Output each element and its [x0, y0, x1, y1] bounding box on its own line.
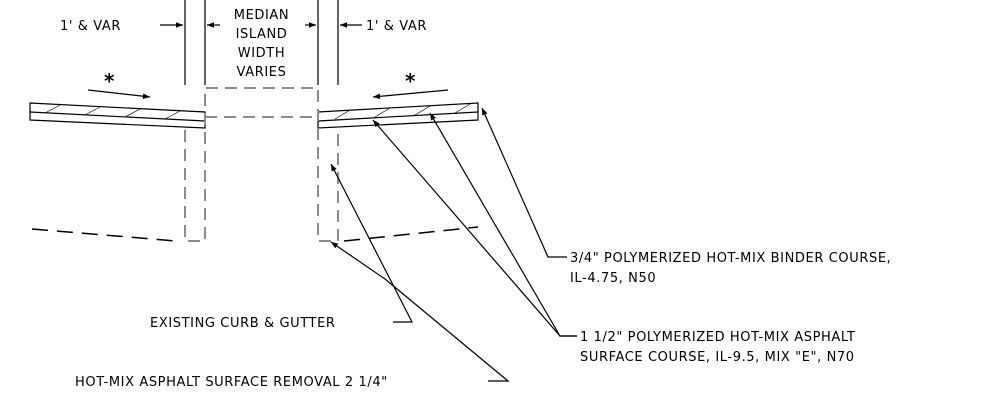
binder-course-label-line-2: IL-4.75, N50	[570, 271, 656, 286]
surface-course-label-line-2: SURFACE COURSE, IL-9.5, MIX "E", N70	[580, 350, 855, 365]
left-pavement-layers	[29, 102, 206, 129]
binder-course-label-line-1: 3/4" POLYMERIZED HOT-MIX BINDER COURSE,	[570, 251, 891, 266]
right-pavement-layers	[317, 102, 479, 129]
left-dimension-label: 1' & VAR	[60, 19, 121, 34]
right-slope-asterisk: *	[405, 69, 416, 93]
dimension-extension-lines	[184, 0, 339, 85]
median-label-line-1: MEDIAN	[234, 8, 290, 23]
surface-course-label-line-1: 1 1/2" POLYMERIZED HOT-MIX ASPHALT	[580, 330, 856, 345]
existing-curb-dashed	[184, 87, 339, 242]
surface-removal-label: HOT-MIX ASPHALT SURFACE REMOVAL 2 1/4"	[75, 375, 388, 390]
curb-gutter-label: EXISTING CURB & GUTTER	[150, 316, 336, 331]
slope-arrows	[87, 89, 449, 100]
median-label-line-3: WIDTH	[238, 46, 285, 61]
median-label-line-2: ISLAND	[236, 27, 288, 42]
leader-lines	[330, 107, 577, 382]
median-label-line-4: VARIES	[237, 65, 287, 80]
right-dimension-label: 1' & VAR	[366, 19, 427, 34]
left-slope-asterisk: *	[104, 69, 115, 93]
existing-ground-dashed	[31, 226, 479, 242]
